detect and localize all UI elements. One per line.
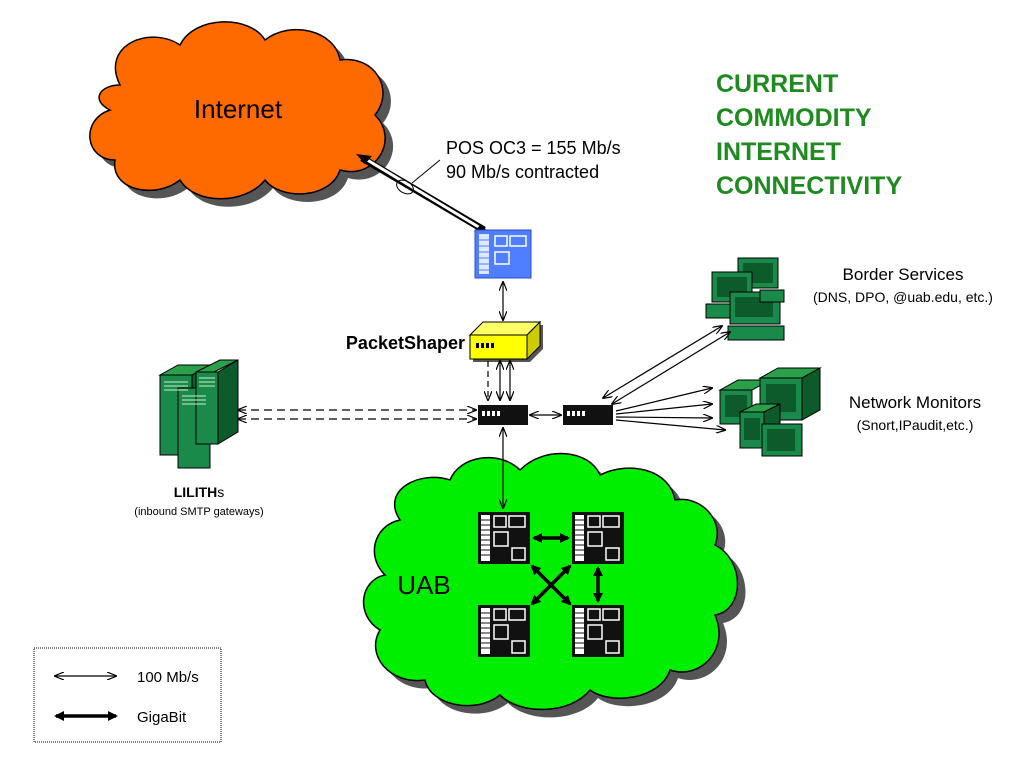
lilith-name-suffix: s: [217, 484, 224, 500]
lilith-label: LILITHs: [174, 484, 225, 500]
border-router-icon: [474, 229, 532, 279]
legend-label-2: GigaBit: [137, 709, 187, 726]
link-switch-monitor-4: [615, 419, 725, 430]
network-monitors-sub: (Snort,IPaudit,etc.): [857, 417, 974, 433]
border-services-sub: (DNS, DPO, @uab.edu, etc.): [813, 289, 993, 305]
gig-link-2-3: [530, 564, 572, 606]
link-switch-monitor-1: [615, 388, 712, 412]
border-services-title: Border Services: [843, 265, 964, 284]
uab-router-icon-3: [477, 604, 531, 658]
title-line-2: COMMODITY: [716, 104, 872, 132]
link-switch-monitor-2: [615, 404, 712, 415]
page-title: CURRENT COMMODITY INTERNET CONNECTIVITY: [716, 70, 902, 200]
server-rack-icon: [158, 359, 239, 469]
uab-router-icon-2: [571, 511, 625, 565]
title-line-1: CURRENT: [716, 70, 838, 98]
lilith-name: LILITH: [174, 484, 218, 500]
link-line2: 90 Mb/s contracted: [446, 162, 599, 182]
internet-label: Internet: [194, 94, 283, 124]
workstation-icon: [705, 257, 785, 341]
packetshaper-label: PacketShaper: [346, 333, 465, 353]
internet-cloud: Internet: [89, 21, 394, 207]
monitor-icon: [718, 367, 822, 457]
network-monitors-title: Network Monitors: [849, 393, 981, 412]
uab-label: UAB: [397, 570, 450, 600]
uab-router-icon-4: [571, 604, 625, 658]
title-line-3: INTERNET: [716, 138, 841, 166]
link-line1: POS OC3 = 155 Mb/s: [446, 138, 621, 158]
link-switch-monitor-3: [615, 417, 712, 418]
lilith-sub: (inbound SMTP gateways): [134, 506, 263, 518]
legend: 100 Mb/s GigaBit: [33, 647, 222, 743]
core-switch-icon: [478, 405, 528, 425]
link-switch-border-1: [603, 326, 722, 398]
legend-label-1: 100 Mb/s: [137, 669, 199, 686]
link-switch-border-2: [612, 332, 730, 404]
uab-cloud: UAB: [363, 452, 746, 718]
packetshaper-icon: [468, 320, 543, 362]
uab-router-icon-1: [477, 511, 531, 565]
monitor-switch-icon: [563, 405, 613, 425]
title-line-4: CONNECTIVITY: [716, 172, 902, 200]
